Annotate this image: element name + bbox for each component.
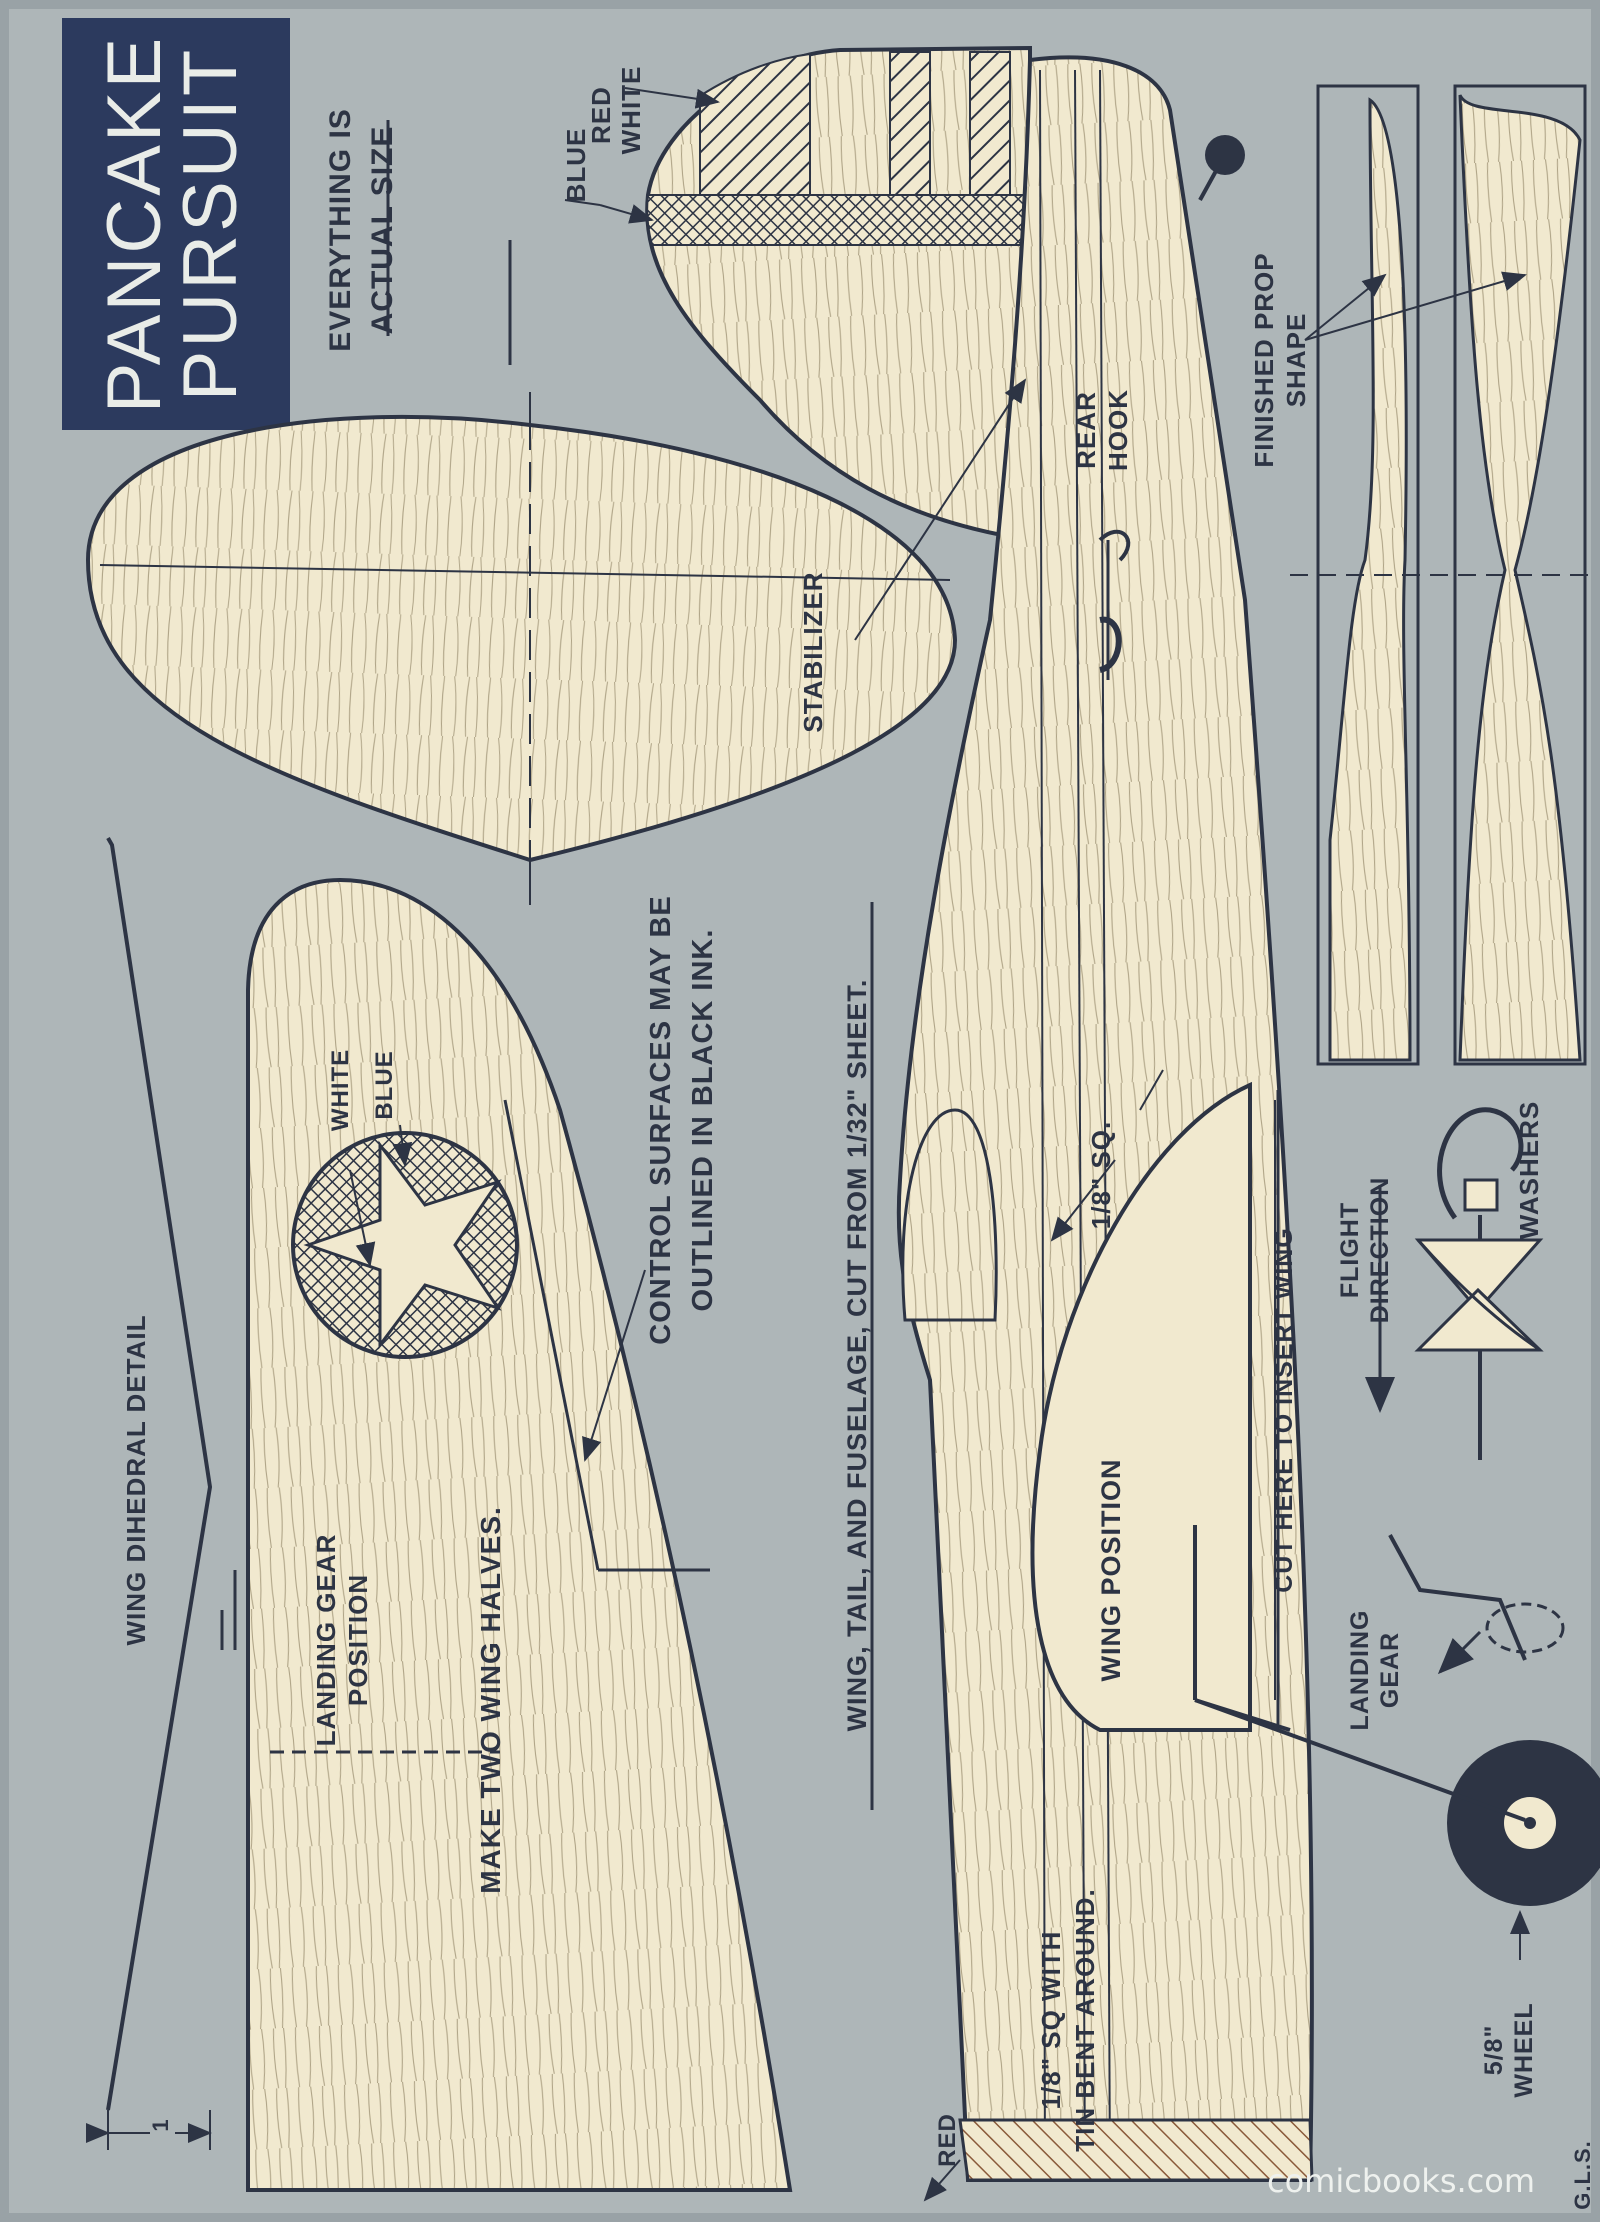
wing-dihedral-diagram [86,837,237,2150]
subtitle-line-2: ACTUAL SIZE [366,126,399,335]
label-control-surfaces-2: OUTLINED IN BLACK INK. [687,929,719,1312]
label-cut-here: CUT HERE TO INSERT WING [1270,1227,1298,1593]
label-wheel-2: WHEEL [1510,2002,1538,2097]
label-blue: BLUE [561,128,591,203]
label-wing-dihedral: WING DIHEDRAL DETAIL [121,1314,151,1645]
label-washers: WASHERS [1514,1101,1544,1239]
label-tin-1: 1/8" SQ WITH [1036,1931,1066,2110]
stabilizer-part [85,392,958,905]
label-eighth-square: 1/8" SQ. [1086,1121,1116,1229]
label-flight-1: FLIGHT [1336,1202,1364,1298]
label-landing-gear-1: LANDING [1346,1610,1374,1731]
label-tin-2: TIN BENT AROUND. [1070,1888,1100,2151]
subtitle-line-1: EVERYTHING IS [324,108,357,352]
label-make-two-halves: MAKE TWO WING HALVES. [475,1506,506,1894]
label-rear-hook-2: HOOK [1103,389,1133,471]
propeller-shaft-diagram [1365,1107,1544,1460]
label-landing-position-2: POSITION [343,1574,373,1706]
label-initials: G.L.S. [1570,2140,1595,2210]
label-landing-gear-2: GEAR [1376,1632,1404,1708]
title-block: PANCAKE PURSUIT [62,18,290,430]
label-wing-position: WING POSITION [1096,1458,1126,1681]
label-rear-hook-1: REAR [1071,391,1101,469]
label-star-white: WHITE [327,1049,354,1131]
label-cut-from-sheet: WING, TAIL, AND FUSELAGE, CUT FROM 1/32"… [842,979,872,1732]
label-star-blue: BLUE [371,1050,398,1119]
label-control-surfaces-1: CONTROL SURFACES MAY BE [645,895,677,1344]
label-prop-shape-1: FINISHED PROP [1249,252,1279,467]
wing-half-part [246,877,793,2192]
title-line-1: PANCAKE [92,35,177,414]
label-stabilizer: STABILIZER [798,571,828,732]
watermark-text: comicbooks.com [1267,2162,1535,2200]
label-landing-position-1: LANDING GEAR [311,1534,341,1747]
label-prop-shape-2: SHAPE [1281,313,1311,408]
actual-size-note: EVERYTHING IS ACTUAL SIZE [324,108,399,352]
label-wheel-1: 5/8" [1480,2025,1508,2076]
label-dimension-one: 1 [148,2118,173,2131]
landing-gear-diagram [1388,1534,1565,1675]
label-red-nose: RED [934,2113,961,2167]
label-flight-2: DIRECTION [1366,1177,1394,1324]
label-white: WHITE [616,66,646,155]
wing-position-outline [1030,1081,1291,1732]
tail-fin-part [645,45,1032,543]
title-line-2: PURSUIT [168,47,253,402]
wheel-diagram [1194,1698,1600,1906]
label-red: RED [586,86,616,144]
